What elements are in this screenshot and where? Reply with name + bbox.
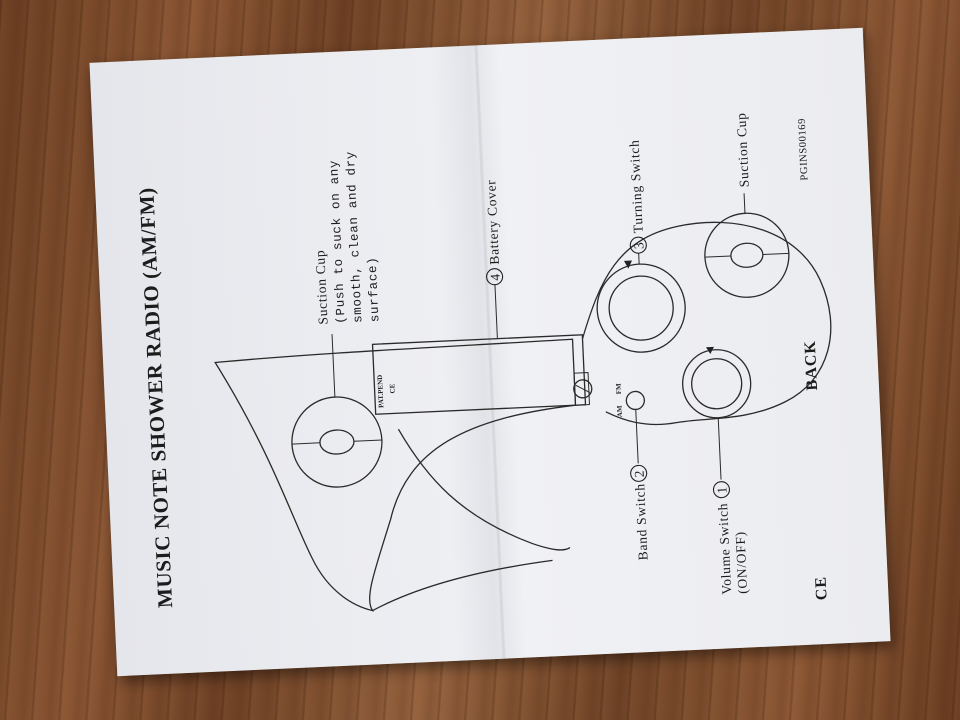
label-volume-switch: Volume Switch: [715, 503, 734, 595]
svg-text:CE: CE: [388, 383, 396, 393]
label-battery-cover: Battery Cover: [483, 179, 502, 265]
paper-fold: [474, 45, 506, 659]
svg-text:3: 3: [631, 241, 646, 249]
svg-text:2: 2: [632, 470, 647, 478]
band-switch: [625, 390, 645, 411]
number-circle-2: [630, 464, 648, 482]
label-turning-switch: Turning Switch: [627, 139, 646, 233]
svg-text:AM: AM: [616, 405, 625, 417]
note-body-outline: [214, 338, 577, 612]
radio-body-outline: [581, 221, 832, 426]
label-band-switch: Band Switch: [632, 483, 650, 561]
svg-text:1: 1: [714, 486, 729, 494]
tuning-indicator-arrow: [624, 260, 632, 269]
number-circle-1: [712, 481, 731, 499]
suction-cup-right: [704, 212, 790, 298]
note-flag-edge: [372, 559, 553, 612]
instruction-diagram: MUSIC NOTE SHOWER RADIO (AM/FM) PAT.PEND…: [134, 45, 832, 659]
svg-text:4: 4: [487, 273, 502, 281]
number-circle-4: [486, 268, 504, 286]
page-title: MUSIC NOTE SHOWER RADIO (AM/FM): [134, 187, 177, 609]
svg-text:FM: FM: [615, 383, 624, 395]
suction-cup-right-center: [730, 242, 764, 268]
number-circle-3: [629, 236, 647, 254]
ce-mark: CE: [813, 576, 831, 601]
suction-cup-top: [291, 396, 383, 488]
back-label: BACK: [802, 340, 821, 391]
battery-screw: [573, 379, 593, 399]
label-suction-cup-top: Suction Cup: [312, 249, 330, 324]
product-code: PGINS00169: [797, 118, 811, 181]
note-stem-curve: [397, 428, 571, 551]
label-suction-cup-note-3: surface): [366, 256, 383, 322]
svg-text:PAT.PEND: PAT.PEND: [376, 375, 386, 409]
instruction-sheet: MUSIC NOTE SHOWER RADIO (AM/FM) PAT.PEND…: [89, 27, 891, 677]
label-volume-switch-note: (ON/OFF): [732, 531, 750, 594]
label-suction-cup-right: Suction Cup: [733, 112, 751, 187]
suction-cup-top-center: [319, 429, 355, 455]
battery-cover: [371, 334, 587, 415]
volume-indicator-arrow: [706, 346, 714, 355]
